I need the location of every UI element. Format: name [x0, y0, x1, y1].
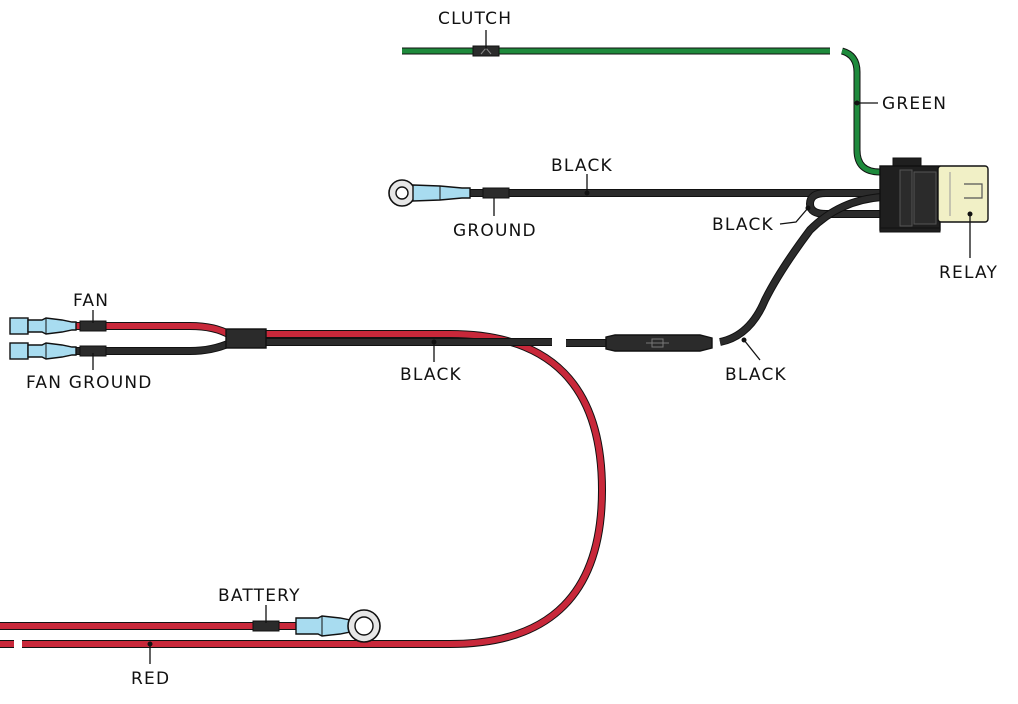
label-relay: RELAY — [939, 263, 998, 283]
fan-spade-terminal — [9, 317, 77, 335]
label-black-right: BLACK — [725, 365, 787, 385]
label-red: RED — [131, 669, 170, 689]
label-black-ground-wire: BLACK — [551, 156, 613, 176]
label-fan-ground: FAN GROUND — [26, 373, 153, 393]
relay — [879, 157, 989, 233]
battery-ring-terminal — [252, 609, 381, 643]
black-relay-feed-wire — [566, 193, 883, 352]
harness-junction-sleeve — [225, 328, 267, 349]
label-clutch: CLUTCH — [438, 9, 512, 29]
label-green: GREEN — [882, 94, 947, 114]
inline-fuse-holder — [605, 334, 713, 352]
ground-tape-marker — [482, 187, 510, 199]
ground-ring-terminal — [388, 179, 471, 207]
relay-socket — [937, 165, 989, 223]
fan-ground-spade-terminal — [9, 342, 77, 360]
black-ground-wire — [388, 179, 882, 218]
green-clutch-wire — [402, 45, 881, 176]
label-black-main: BLACK — [400, 365, 462, 385]
label-ground: GROUND — [453, 221, 537, 241]
label-battery: BATTERY — [218, 586, 301, 606]
label-black-relay-loop: BLACK — [712, 215, 774, 235]
label-leaders — [92, 30, 973, 664]
label-fan: FAN — [73, 291, 109, 311]
